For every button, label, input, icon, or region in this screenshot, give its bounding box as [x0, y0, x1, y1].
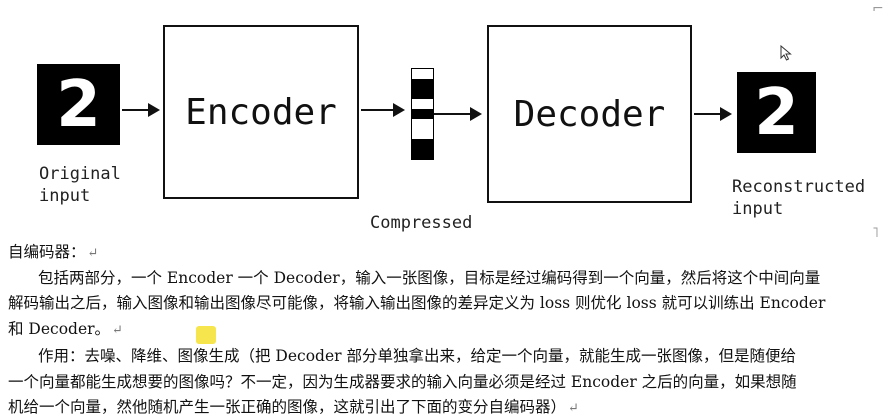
para2-line3-text: 机给一个向量，然他随机产生一张正确的图像，这就引出了下面的变分自编码器）: [8, 398, 567, 416]
decoder-label: Decoder: [513, 93, 666, 135]
para2-line2: 一个向量都能生成想要的图像吗？不一定，因为生成器要求的输入向量必须是经过 Enc…: [8, 370, 797, 392]
arrow-decoder-to-output: [694, 107, 732, 121]
corner-mark-bottom-right: ˥: [872, 225, 879, 241]
original-input-label: Original input: [39, 164, 121, 206]
arrow-input-to-encoder: [122, 103, 160, 117]
code-cell: [412, 89, 433, 99]
compressed-code-vector: [411, 68, 434, 160]
arrow-code-to-decoder: [434, 107, 482, 121]
para2-line3: 机给一个向量，然他随机产生一张正确的图像，这就引出了下面的变分自编码器）↵: [8, 395, 579, 417]
corner-mark-top-right: ⌐: [872, 1, 884, 17]
code-cell: [412, 149, 433, 159]
code-cell: [412, 129, 433, 139]
code-cell: [412, 119, 433, 129]
mouse-cursor-icon: [780, 45, 792, 61]
para1-line1: 包括两部分，一个 Encoder 一个 Decoder，输入一张图像，目标是经过…: [38, 266, 820, 288]
code-cell: [412, 109, 433, 119]
para1-line3: 和 Decoder。↵: [8, 317, 123, 339]
autoencoder-diagram: 2 Original input Encoder Decoder 2 Compr…: [37, 25, 866, 233]
compressed-label: Compressed: [370, 213, 473, 233]
decoder-box: Decoder: [487, 25, 692, 203]
para1-line2: 解码输出之后，输入图像和输出图像尽可能像，将输入输出图像的差异定义为 loss …: [8, 291, 825, 313]
code-cell: [412, 69, 433, 79]
para1-line3-text: 和 Decoder。: [8, 320, 111, 338]
original-input-image: 2: [37, 64, 120, 145]
output-digit: 2: [754, 75, 799, 150]
arrow-encoder-to-code: [361, 103, 405, 117]
para2-line1: 作用：去噪、降维、图像生成（把 Decoder 部分单独拿出来，给定一个向量，就…: [38, 344, 796, 366]
text-highlight-mark: [196, 326, 216, 344]
heading: 自编码器：: [8, 243, 86, 261]
code-cell: [412, 99, 433, 109]
para2-line1-text: 作用：去噪、降维、图像生成（把 Decoder 部分单独拿出来，给定一个向量，就…: [38, 347, 796, 365]
return-mark: ↵: [87, 246, 99, 261]
heading-line: 自编码器：↵: [8, 240, 98, 262]
reconstructed-output-image: 2: [737, 72, 816, 153]
return-mark: ↵: [568, 401, 579, 416]
encoder-box: Encoder: [163, 25, 359, 199]
reconstructed-input-label: Reconstructed input: [732, 177, 866, 219]
encoder-label: Encoder: [185, 91, 337, 133]
code-cell: [412, 139, 433, 149]
input-digit: 2: [56, 67, 101, 142]
para1-line2-text: 解码输出之后，输入图像和输出图像尽可能像，将输入输出图像的差异定义为 loss …: [8, 294, 826, 312]
code-cell: [412, 79, 433, 89]
para2-line2-text: 一个向量都能生成想要的图像吗？不一定，因为生成器要求的输入向量必须是经过 Enc…: [8, 373, 797, 391]
para1-line1-text: 包括两部分，一个 Encoder 一个 Decoder，输入一张图像，目标是经过…: [38, 269, 821, 287]
return-mark: ↵: [112, 323, 123, 338]
